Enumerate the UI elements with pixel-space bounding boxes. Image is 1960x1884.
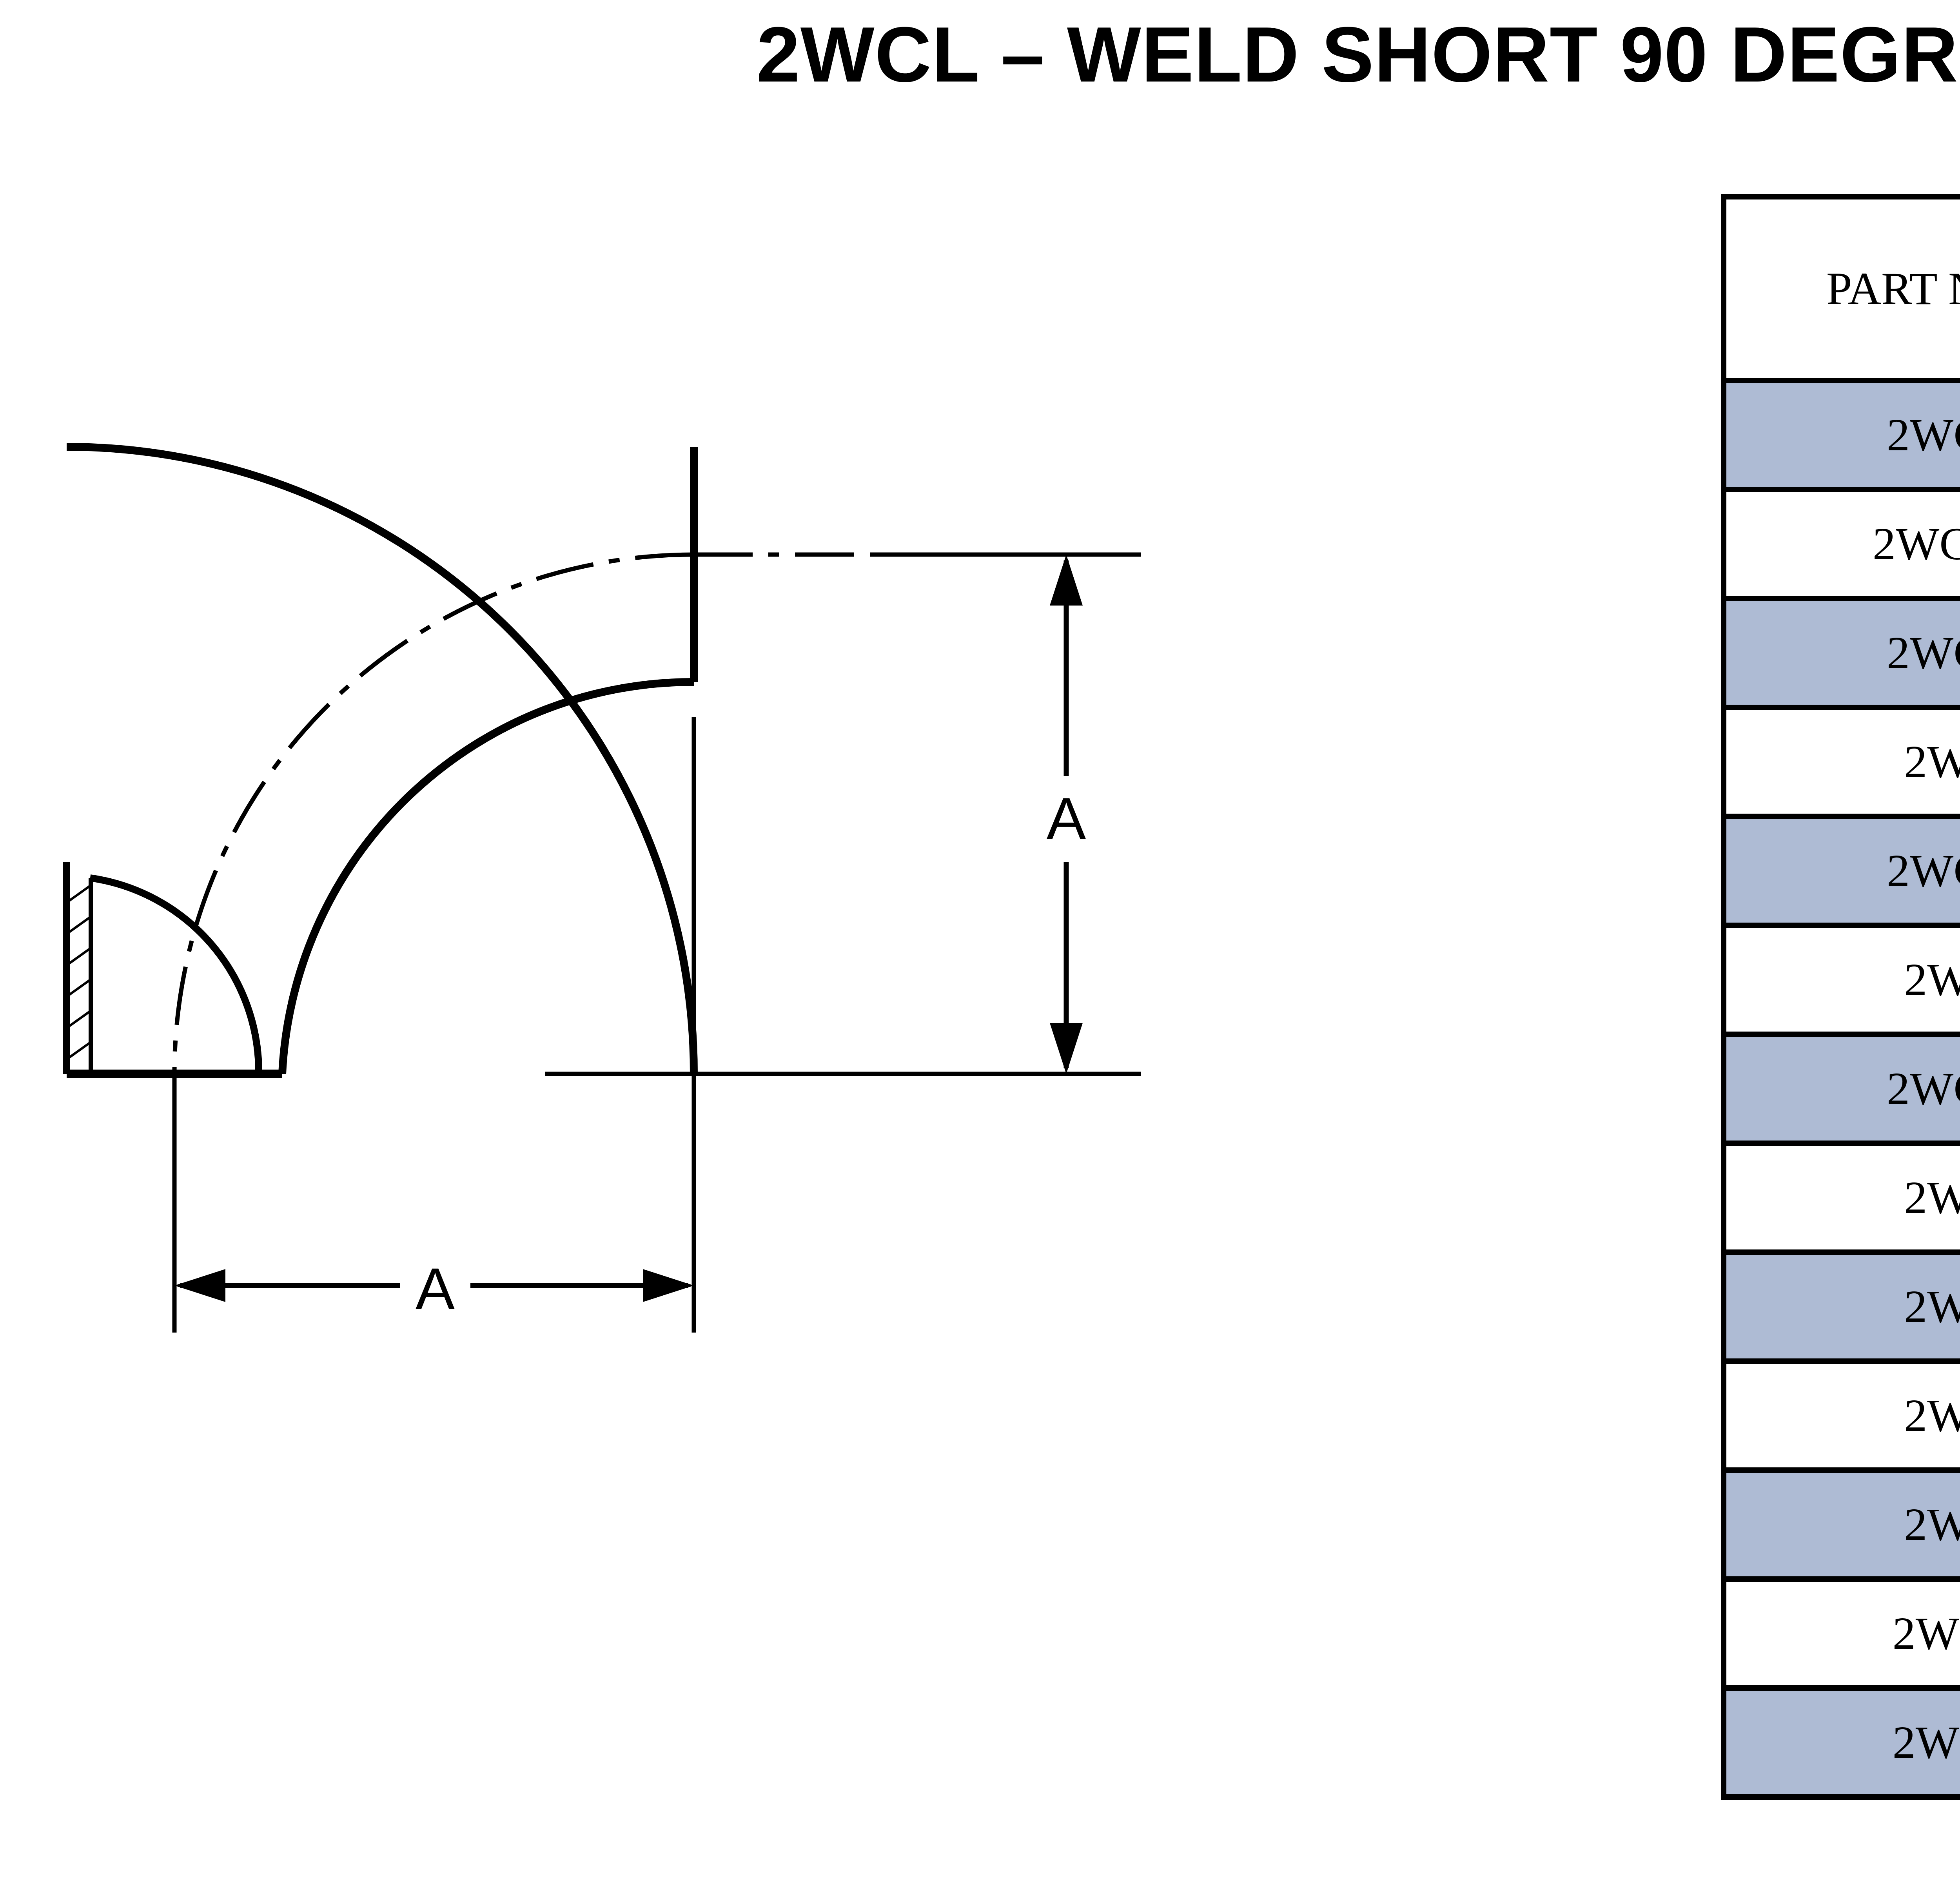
table-row: 2WCL-223.000 — [1721, 923, 1960, 1037]
vertical-dimension-arrow-down — [1050, 1023, 1083, 1074]
spec-table-container: PART NUMBER SIZE (inches) A (inches) 2WC… — [1721, 194, 1960, 1800]
horizontal-dimension-label-gap — [400, 1242, 470, 1333]
table-row: 2WCL-101015.000 — [1721, 1576, 1960, 1691]
table-row: 2WCL-8812.000 — [1721, 1467, 1960, 1582]
cell-part-number: 2WCL-.50L — [1721, 487, 1960, 601]
section-hatch-lines — [67, 885, 91, 1059]
table-row: 2WCL-1.51-1/22.250 — [1721, 814, 1960, 928]
table-row: 2WCL-446.000 — [1721, 1249, 1960, 1364]
elbow-centerline — [172, 552, 694, 1199]
table-row: 2WCL-2.52-1/23.750 — [1721, 1032, 1960, 1146]
horizontal-dimension-arrow-left — [174, 1269, 225, 1302]
cell-part-number: 2WCL-1 — [1721, 705, 1960, 819]
cell-part-number: 2WCL-.75 — [1721, 596, 1960, 710]
table-row: 2WCL-.753/41.125 — [1721, 596, 1960, 710]
elbow-drawing-panel: A A — [47, 251, 1262, 1387]
horizontal-dimension-arrow-right — [643, 1269, 694, 1302]
vertical-dimension-arrow-up — [1050, 555, 1083, 606]
spec-table: PART NUMBER SIZE (inches) A (inches) 2WC… — [1721, 194, 1960, 1800]
spec-table-head: PART NUMBER SIZE (inches) A (inches) — [1721, 194, 1960, 383]
vertical-dimension-label: A — [1047, 785, 1086, 851]
page-title: 2WCL – WELD SHORT 90 DEGREE ELBOW — [756, 11, 1960, 98]
elbow-inner-arc — [278, 678, 694, 1074]
cell-part-number: 2WCL-4 — [1721, 1249, 1960, 1364]
cell-part-number: 2WCL-12 — [1721, 1685, 1960, 1800]
cell-part-number: 2WCL-10 — [1721, 1576, 1960, 1691]
table-row: 2WCL-334.500 — [1721, 1141, 1960, 1255]
cell-part-number: 2WCL-3 — [1721, 1141, 1960, 1255]
column-header-part-number-label: PART NUMBER — [1826, 263, 1960, 314]
cell-part-number: 2WCL-2.5 — [1721, 1032, 1960, 1146]
cell-part-number: 2WCL-1.5 — [1721, 814, 1960, 928]
elbow-bore-back-arc — [89, 874, 263, 1074]
cell-part-number: 2WCL-6 — [1721, 1358, 1960, 1473]
horizontal-dimension-label: A — [416, 1256, 455, 1322]
cell-part-number: 2WCL-.50 — [1721, 378, 1960, 492]
cell-part-number: 2WCL-2 — [1721, 923, 1960, 1037]
table-row: 2WCL-.50L1/21.125 — [1721, 487, 1960, 601]
table-header-row: PART NUMBER SIZE (inches) A (inches) — [1721, 194, 1960, 383]
cell-part-number: 2WCL-8 — [1721, 1467, 1960, 1582]
spec-table-body: 2WCL-.501/2.7502WCL-.50L1/21.1252WCL-.75… — [1721, 378, 1960, 1800]
elbow-outer-arc — [66, 443, 698, 1074]
weld-short-90-degree-elbow-drawing: A A — [63, 443, 1141, 1333]
vertical-dimension-label-gap — [1043, 776, 1090, 862]
column-header-part-number: PART NUMBER — [1721, 194, 1960, 383]
table-row: 2WCL-669.000 — [1721, 1358, 1960, 1473]
table-row: 2WCL-.501/2.750 — [1721, 378, 1960, 492]
table-row: 2WCL-121218.000 — [1721, 1685, 1960, 1800]
table-row: 2WCL-111.500 — [1721, 705, 1960, 819]
